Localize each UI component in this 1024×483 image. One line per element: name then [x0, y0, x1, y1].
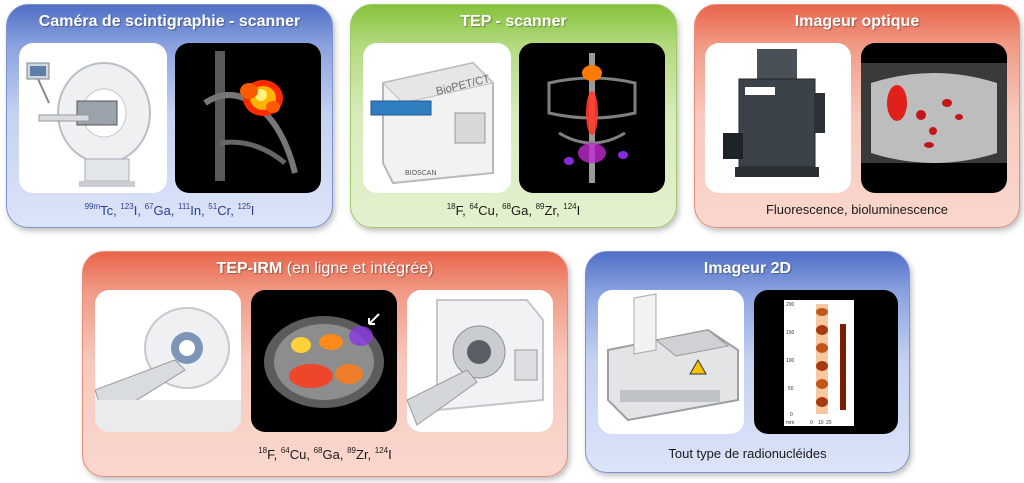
- optical-modalities: Fluorescence, bioluminescence: [765, 202, 949, 217]
- panel-title: Imageur 2D: [703, 260, 792, 277]
- isotope-symbol: Zr,: [544, 203, 564, 218]
- isotope-mass-number: 67: [144, 202, 154, 211]
- pet-ct-scanner-illustration: BioPET/CT BIOSCAN: [370, 61, 494, 185]
- panel-title-main: TEP-IRM: [216, 260, 283, 277]
- isotope-symbol: Zr,: [356, 447, 375, 462]
- panel-optical-imager: Imageur optique Fluorescence, biolumines…: [694, 4, 1020, 228]
- isotope-mass-number: 89: [535, 202, 545, 211]
- isotope-mass-number: 125: [237, 202, 251, 211]
- pet-ct-scanner-image: BioPET/CT BIOSCAN: [363, 43, 511, 193]
- panel-title: Imageur optique: [794, 13, 920, 30]
- x-axis-unit: mm: [786, 420, 794, 426]
- isotope-mass-number: 124: [374, 446, 389, 455]
- 2d-imager-radionuclides: Tout type de radionucléides: [668, 446, 827, 461]
- isotope-mass-number: 68: [502, 202, 512, 211]
- pet-mri-inline-image: [95, 290, 241, 432]
- scintigraphy-camera-image: [19, 43, 167, 193]
- scintigraphy-scan-image: [175, 43, 321, 193]
- scintigraphy-scan-illustration: [203, 51, 298, 181]
- optical-imager-illustration: [723, 49, 825, 177]
- scintigraphy-camera-illustration: [26, 62, 151, 187]
- optical-scan-illustration: [861, 63, 1007, 163]
- brand-label: BIOSCAN: [405, 170, 437, 177]
- isotope-mass-number: 18: [446, 202, 456, 211]
- 2d-imager-scan-illustration: 200 150 100 50 0 mm 0 10 20: [784, 300, 854, 426]
- isotope-mass-number: 123: [120, 202, 134, 211]
- isotope-mass-number: 89: [347, 446, 356, 455]
- 2d-imager-device-illustration: [607, 293, 739, 422]
- isotope-mass-number: 68: [313, 446, 323, 455]
- y-tick-label: 50: [788, 386, 794, 392]
- panel-title: Caméra de scintigraphie - scanner: [38, 13, 301, 30]
- isotope-mass-number: 18: [258, 446, 268, 455]
- isotope-mass-number: 64: [280, 446, 290, 455]
- isotope-symbol: Cu,: [478, 203, 503, 218]
- scintigraphy-radionuclides: 99mTc, 123I, 67Ga, 111In, 51Cr, 125I: [7, 202, 332, 218]
- isotope-symbol: Ga,: [511, 203, 536, 218]
- panel-pet-mri: TEP-IRM (en ligne et intégrée): [82, 251, 568, 477]
- isotope-symbol: In,: [190, 203, 209, 218]
- 2d-imager-device-image: [598, 290, 744, 434]
- panel-pet-ct: TEP - scanner BioPET/CT BIOSCAN 18F, 64C…: [350, 4, 677, 228]
- pet-ct-radionuclides: 18F, 64Cu, 68Ga, 89Zr, 124I: [351, 202, 676, 218]
- y-tick-label: 150: [786, 330, 795, 336]
- panel-title-detail: (en ligne et intégrée): [286, 260, 434, 277]
- panel-2d-imager: Imageur 2D 200 150 100 50 0 mm 0: [585, 251, 910, 473]
- pet-mri-scan-illustration: [264, 313, 384, 408]
- y-tick-label: 200: [786, 302, 795, 308]
- x-tick-label: 10: [818, 420, 824, 426]
- y-tick-label: 100: [786, 358, 795, 364]
- isotope-symbol: Ga,: [322, 447, 348, 462]
- optical-imager-image: [705, 43, 851, 193]
- optical-scan-image: [861, 43, 1007, 193]
- panel-title: TEP-IRM (en ligne et intégrée): [83, 252, 567, 286]
- isotope-mass-number: 51: [208, 202, 218, 211]
- pet-ct-scan-illustration: [547, 53, 637, 183]
- pet-mri-inline-illustration: [95, 307, 241, 432]
- isotope-mass-number: 64: [469, 202, 479, 211]
- isotope-symbol: Ga,: [153, 203, 179, 218]
- isotope-symbol: I: [250, 203, 255, 218]
- isotope-symbol: Cr,: [217, 203, 238, 218]
- x-tick-label: 20: [826, 420, 832, 426]
- panel-title: TEP - scanner: [460, 13, 567, 30]
- pet-mri-radionuclides: 18F, 64Cu, 68Ga, 89Zr, 124I: [83, 446, 567, 462]
- isotope-symbol: F,: [267, 447, 281, 462]
- panel-scintigraphy: Caméra de scintigraphie - scanner 99mTc,…: [6, 4, 333, 228]
- pet-ct-scan-image: [519, 43, 665, 193]
- pet-mri-integrated-illustration: [407, 299, 544, 426]
- pet-mri-integrated-image: [407, 290, 553, 432]
- isotope-symbol: I: [576, 203, 581, 218]
- isotope-mass-number: 99m: [84, 202, 101, 211]
- isotope-symbol: I,: [133, 203, 145, 218]
- isotope-symbol: I: [388, 447, 392, 462]
- x-tick-label: 0: [810, 420, 813, 426]
- y-tick-label: 0: [790, 412, 793, 418]
- isotope-symbol: F,: [455, 203, 470, 218]
- pet-mri-scan-image: [251, 290, 397, 432]
- isotope-symbol: Cu,: [289, 447, 314, 462]
- isotope-mass-number: 124: [563, 202, 577, 211]
- isotope-mass-number: 111: [178, 202, 191, 211]
- 2d-imager-scan-image: 200 150 100 50 0 mm 0 10 20: [754, 290, 898, 434]
- isotope-symbol: Tc,: [100, 203, 121, 218]
